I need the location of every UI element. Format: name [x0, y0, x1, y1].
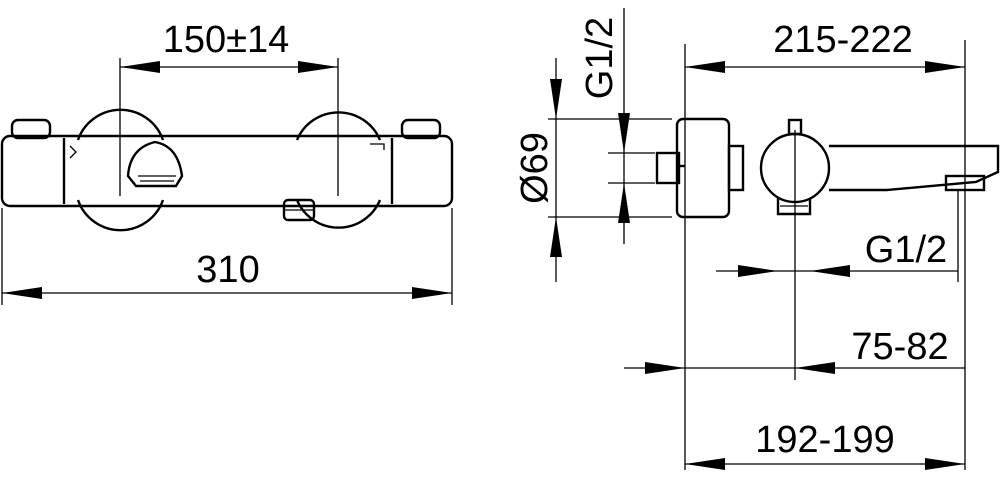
left-end-cap-top [10, 118, 52, 140]
inlet-thread-label: G1/2 [579, 17, 621, 99]
cold-indicator-icon [69, 145, 77, 159]
diameter-label: Ø69 [514, 132, 556, 204]
right-end-cap-top [400, 118, 442, 140]
depth-short-label: 75-82 [851, 326, 948, 368]
thermostat-knob [126, 140, 184, 188]
spacing-label: 150±14 [163, 19, 290, 61]
depth-short-dimension: 75-82 [624, 326, 965, 374]
length-dimension: 310 [2, 249, 452, 299]
inlet-thread-dimension: G1/2 [579, 8, 630, 244]
mixer-body [0, 134, 454, 208]
projection-label: 215-222 [773, 19, 912, 61]
projection-dimension: 215-222 [685, 19, 965, 73]
diameter-dimension: Ø69 [514, 58, 562, 282]
side-view: 215-222 G1/2 Ø69 G1/2 75-82 [514, 8, 1000, 470]
safety-button-icon [370, 143, 385, 150]
front-view: 150±14 310 [0, 19, 454, 305]
body-joint [727, 144, 745, 192]
outlet-thread-dimension: G1/2 [716, 229, 958, 277]
bottom-outlet [776, 198, 812, 216]
spacing-dimension: 150±14 [120, 19, 338, 73]
depth-long-label: 192-199 [755, 419, 894, 461]
depth-long-dimension: 192-199 [685, 419, 965, 470]
length-label: 310 [196, 249, 259, 291]
spout [829, 144, 1000, 192]
outlet-thread-label: G1/2 [865, 229, 947, 271]
inlet-connector [655, 151, 681, 185]
